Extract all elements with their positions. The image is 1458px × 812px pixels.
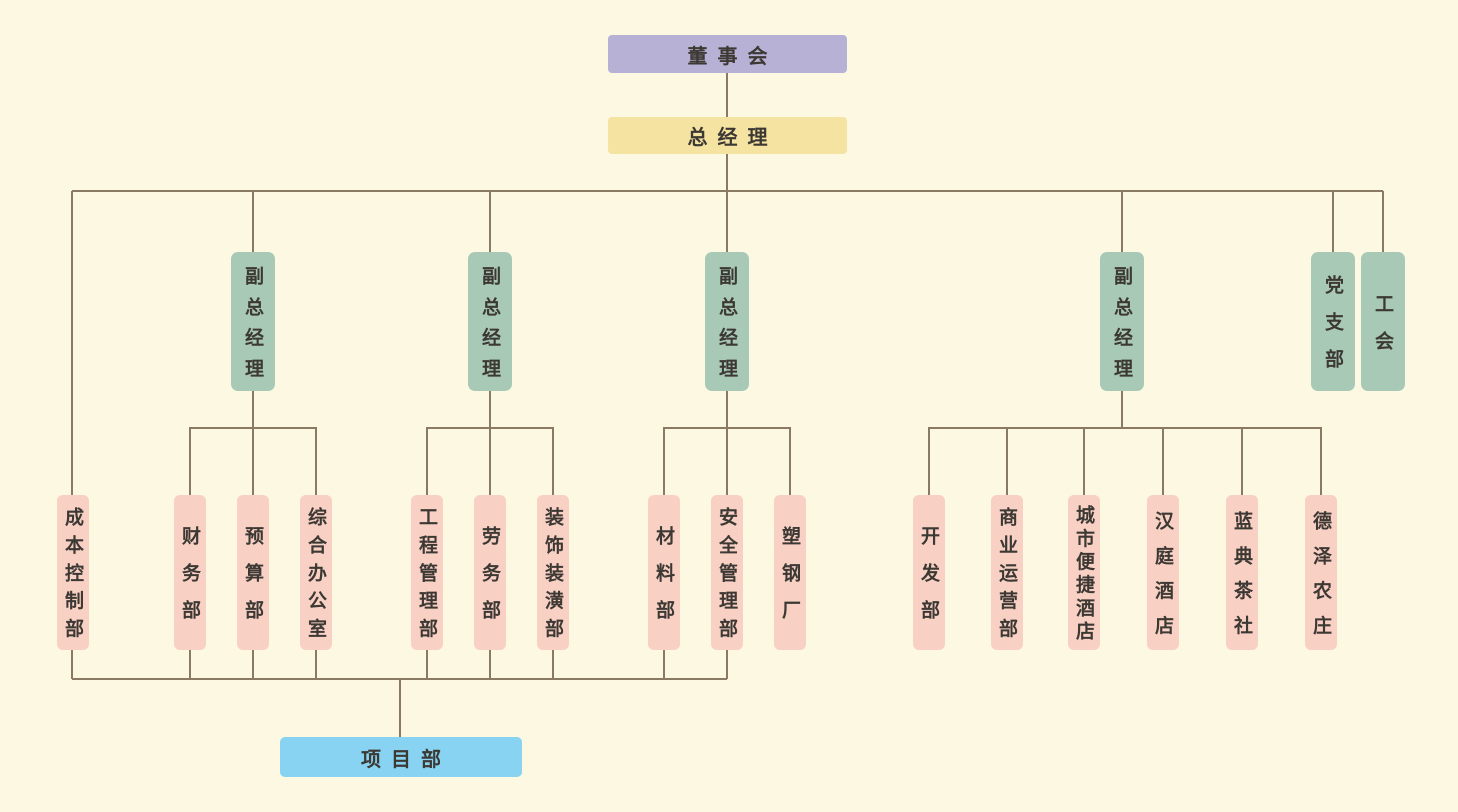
node-general-manager: 总经理 xyxy=(608,117,847,154)
node-plastic-steel-factory: 塑钢厂 xyxy=(774,495,806,650)
node-development-dept: 开发部 xyxy=(913,495,945,650)
node-commercial-operations-dept: 商业运营部 xyxy=(991,495,1023,650)
node-engineering-mgmt-dept: 工程管理部 xyxy=(411,495,443,650)
node-hanting-hotel: 汉庭酒店 xyxy=(1147,495,1179,650)
node-labor-union: 工会 xyxy=(1361,252,1405,391)
node-board-of-directors: 董事会 xyxy=(608,35,847,73)
node-city-express-hotel: 城市便捷酒店 xyxy=(1068,495,1100,650)
node-deputy-gm-1: 副总经理 xyxy=(231,252,275,391)
node-general-office: 综合办公室 xyxy=(300,495,332,650)
node-materials-dept: 材料部 xyxy=(648,495,680,650)
node-budget-dept: 预算部 xyxy=(237,495,269,650)
node-project-dept: 项目部 xyxy=(280,737,522,777)
node-deputy-gm-4: 副总经理 xyxy=(1100,252,1144,391)
node-deputy-gm-3: 副总经理 xyxy=(705,252,749,391)
node-deze-farm: 德泽农庄 xyxy=(1305,495,1337,650)
node-safety-mgmt-dept: 安全管理部 xyxy=(711,495,743,650)
node-finance-dept: 财务部 xyxy=(174,495,206,650)
node-deputy-gm-2: 副总经理 xyxy=(468,252,512,391)
node-landian-teahouse: 蓝典茶社 xyxy=(1226,495,1258,650)
node-decoration-dept: 装饰装潢部 xyxy=(537,495,569,650)
node-cost-control-dept: 成本控制部 xyxy=(57,495,89,650)
node-party-branch: 党支部 xyxy=(1311,252,1355,391)
node-labor-services-dept: 劳务部 xyxy=(474,495,506,650)
